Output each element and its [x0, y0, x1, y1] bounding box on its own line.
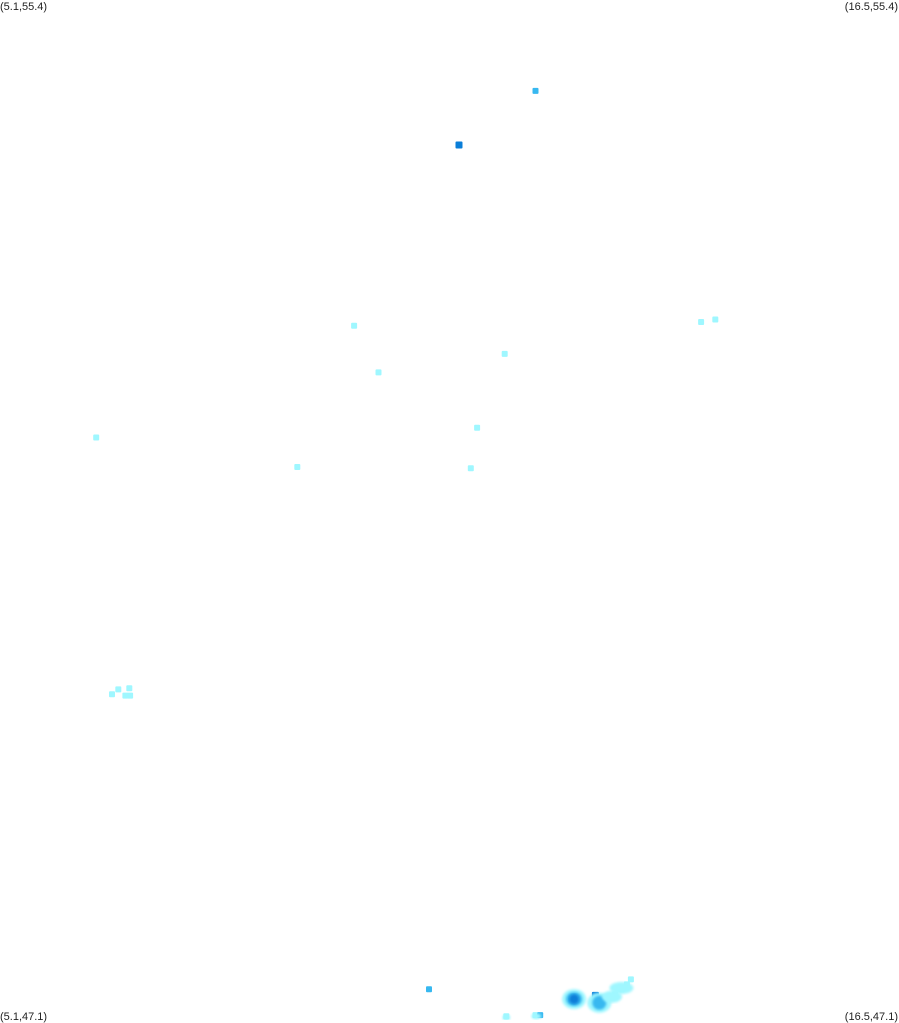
corner-label-top-right: (16.5,55.4) [844, 1, 898, 13]
corner-label-top-left: (5.1,55.4) [0, 1, 48, 13]
radar-echo-light-2 [351, 322, 358, 329]
radar-echo-heavy-1 [455, 141, 463, 149]
radar-echo-light-31 [627, 976, 634, 983]
radar-echo-light-11 [109, 691, 115, 698]
radar-echo-medium-16 [426, 986, 432, 993]
radar-echo-light-12 [115, 686, 122, 693]
radar-echo-light-8 [294, 464, 301, 470]
radar-echo-light-6 [712, 316, 719, 323]
storm-cell-heavy-2 [569, 994, 580, 1005]
radar-echo-light-13 [122, 692, 129, 699]
corner-label-bottom-left: (5.1,47.1) [0, 1011, 48, 1023]
radar-echo-light-7 [93, 434, 100, 441]
radar-echo-light-3 [375, 369, 382, 376]
storm-cell-light-7 [502, 1014, 511, 1020]
storm-cell-medium-4 [592, 995, 607, 1010]
radar-echo-light-10 [467, 465, 474, 472]
radar-echo-light-4 [501, 350, 508, 357]
storm-cell-light-8 [531, 1013, 542, 1020]
storm-cell-light-6 [602, 990, 622, 1003]
corner-label-bottom-right: (16.5,47.1) [844, 1011, 898, 1023]
storm-cell-light-5 [609, 982, 634, 994]
radar-echo-medium-0 [532, 87, 539, 94]
radar-echo-light-15 [127, 692, 134, 699]
radar-echo-light-9 [474, 424, 481, 431]
radar-echo-light-5 [698, 319, 705, 325]
radar-echo-light-14 [126, 685, 133, 692]
